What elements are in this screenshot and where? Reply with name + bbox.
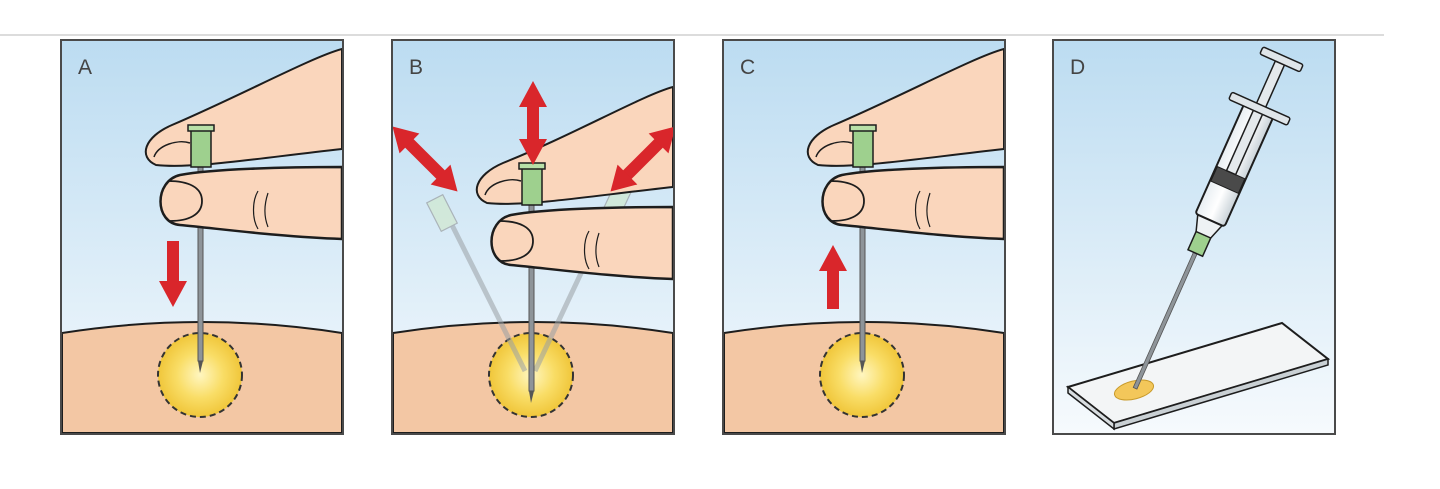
fingernail [484,179,522,196]
red-arrow-icon [610,126,673,192]
red-arrow-icon [819,245,847,309]
thumbnail [167,180,203,222]
thumb-crease [583,230,600,270]
thumbnail [829,180,865,222]
panel-label: D [1070,56,1086,79]
red-arrow-icon [393,126,458,192]
ghost-needle-left [425,193,528,373]
syringe-icon [1132,46,1304,390]
fingernail [815,141,853,158]
panel-label: A [78,56,93,79]
panel-b: B [391,39,675,435]
fingernail [153,141,191,158]
red-arrow-icon [519,81,547,165]
thumb-crease [252,190,269,230]
lesion [157,332,243,418]
aspirate-smear [1113,379,1155,401]
panel-a: A [60,39,344,435]
panel-b-illustration [393,41,673,433]
panel-d: D [1052,39,1336,435]
lesion [819,332,905,418]
panel-a-illustration [62,41,342,433]
needle-hub [187,124,215,168]
thumb [159,165,342,241]
thumb-crease [914,190,931,230]
red-arrow-icon [159,241,187,307]
thumb [821,165,1004,241]
panel-label: C [740,56,756,79]
top-divider [0,34,1384,36]
needle-hub [849,124,877,168]
panel-label: B [409,56,424,79]
panel-c-illustration [724,41,1004,433]
panel-d-illustration [1054,41,1334,433]
thumbnail [498,220,534,262]
panel-c: C [722,39,1006,435]
needle-hub [518,162,546,206]
thumb [490,205,673,281]
